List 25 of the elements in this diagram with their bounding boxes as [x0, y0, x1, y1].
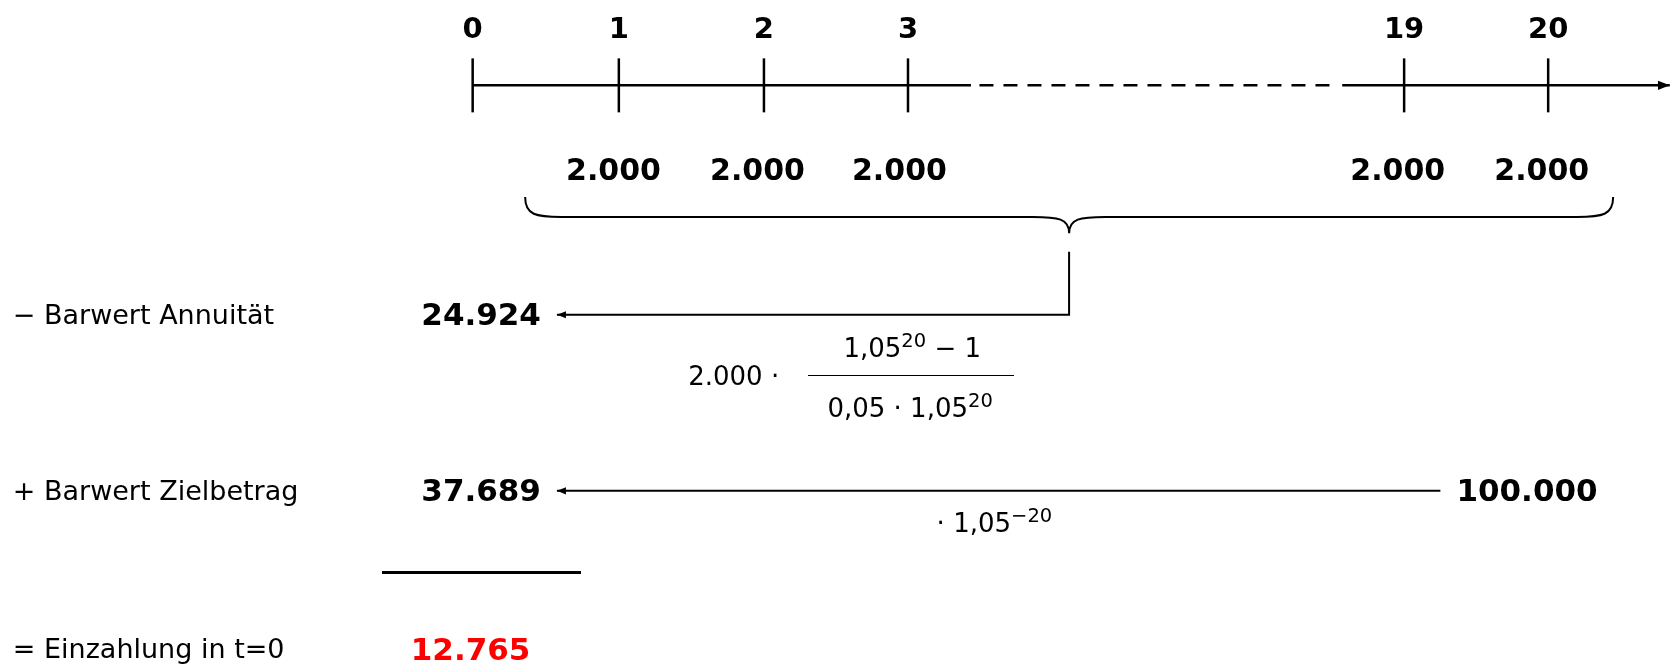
- payment-amount: 2.000: [1494, 152, 1590, 186]
- result-value: 12.765: [410, 631, 531, 666]
- formula-text: 0,05 · 1,05$^{20}$: [827, 393, 993, 422]
- edge-label: · 1,05$^{−20}$: [936, 508, 1053, 538]
- period-number: 3: [897, 12, 919, 45]
- formula-text: 2.000 ·: [688, 361, 780, 390]
- period-number: 1: [608, 12, 629, 45]
- period-number: 2: [753, 12, 775, 45]
- formula-text: 1,05$^{20}$ − 1: [843, 333, 982, 363]
- payment-amount: 2.000: [1350, 152, 1446, 186]
- payment-amount: 2.000: [852, 152, 947, 186]
- arrow: [555, 487, 1442, 495]
- curly-brace: [522, 195, 1616, 236]
- amount-value: 24.924: [405, 296, 557, 334]
- payment-amount: 2.000: [566, 152, 661, 186]
- row-label: − Barwert Annuität: [12, 299, 275, 330]
- period-number: 19: [1383, 12, 1425, 45]
- payment-amount: 2.000: [710, 152, 805, 186]
- amount-value: 100.000: [1440, 472, 1614, 510]
- row-label: = Einzahlung in t=0: [12, 633, 285, 664]
- period-number: 0: [462, 12, 483, 45]
- period-number: 20: [1528, 12, 1569, 45]
- amount-value: 37.689: [405, 472, 557, 510]
- arrow: [555, 250, 1071, 319]
- row-label: + Barwert Zielbetrag: [12, 475, 299, 506]
